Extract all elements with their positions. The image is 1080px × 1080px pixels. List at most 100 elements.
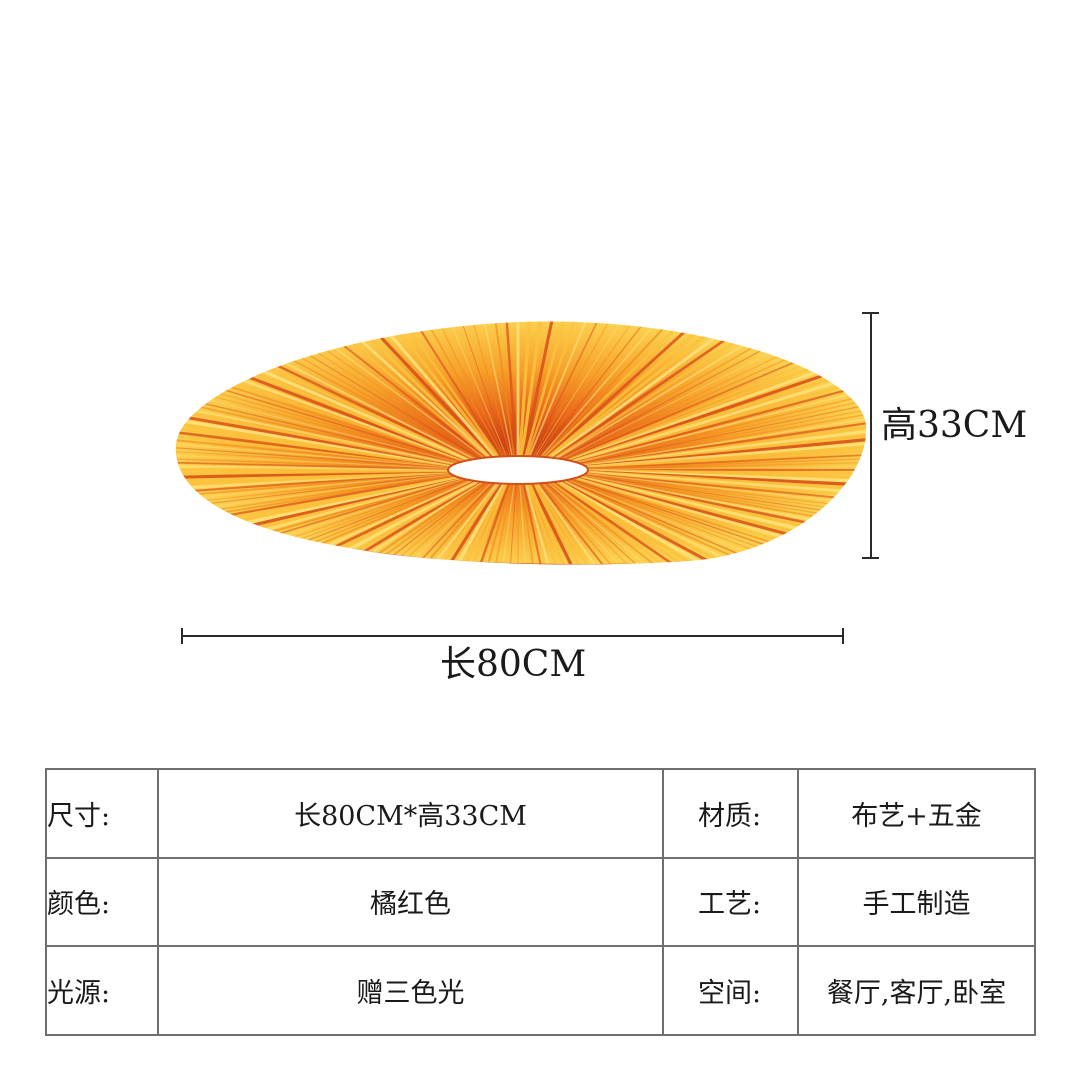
shade-pleat-line	[445, 321, 507, 457]
shade-pleat-line	[585, 450, 867, 470]
shade-pleat-line	[562, 479, 794, 565]
shade-pleat-line	[175, 472, 452, 507]
shade-pleat-line	[557, 339, 766, 460]
shade-pleat-line	[354, 482, 492, 565]
shade-pleat-line	[175, 451, 451, 469]
shade-pleat-line	[433, 483, 506, 565]
shade-pleat-line	[585, 464, 867, 471]
shade-pleat-line	[563, 351, 803, 461]
shade-pleat-line	[493, 321, 516, 457]
shade-pleat-line	[550, 481, 726, 565]
shade-pleat-line	[540, 482, 660, 565]
shade-pleat-line	[532, 482, 615, 565]
shade-pleat-line	[524, 321, 568, 457]
shade-pleat-line	[548, 327, 715, 459]
shade-pleat-line	[562, 348, 794, 460]
shade-pleat-line	[192, 367, 466, 463]
shade-pleat-line	[290, 480, 482, 565]
shade-pleat-line	[526, 321, 579, 457]
shade-pleat-line	[536, 321, 637, 457]
shade-pleat-line	[560, 479, 785, 565]
shade-pleat-line	[528, 483, 592, 565]
shade-pleat-line	[524, 483, 568, 565]
shade-pleat-line	[504, 321, 518, 457]
shade-pleat-line	[175, 455, 451, 470]
shade-pleat-line	[280, 480, 481, 565]
shade-pleat-line	[542, 482, 671, 565]
shade-pleat-line	[505, 483, 517, 565]
spec-key-size: 尺寸:	[45, 768, 159, 859]
shade-pleat-line	[566, 479, 820, 565]
length-dimension-label: 长80CM	[440, 644, 587, 685]
shade-pleat-line	[261, 342, 477, 460]
shade-pleat-line	[547, 482, 704, 565]
shade-center-opening	[448, 456, 588, 484]
shade-pleat-line	[493, 483, 515, 565]
shade-pleat-line	[332, 482, 489, 565]
shade-pleat-line	[434, 321, 506, 457]
shade-pleat-line	[563, 479, 803, 565]
shade-pleat-line	[457, 321, 509, 457]
shade-pleat-line	[175, 437, 452, 468]
shade-pleat-line	[546, 325, 705, 459]
spec-key-space: 空间:	[662, 945, 799, 1036]
shade-pleat-line	[549, 481, 715, 565]
shade-pleat-line	[216, 357, 470, 462]
shade-pleat-line	[555, 480, 756, 565]
shade-pleat-line	[528, 321, 591, 457]
shade-pleat-line	[208, 360, 469, 462]
shade-pleat-line	[520, 321, 544, 457]
shade-pleat-line	[567, 360, 828, 462]
shade-pleat-line	[251, 345, 476, 461]
shade-pleat-line	[224, 353, 472, 462]
spec-key-craft: 工艺:	[662, 856, 799, 948]
shade-pleat-line	[554, 334, 746, 460]
spec-key-material: 材质:	[662, 768, 799, 859]
shade-pleat-line	[558, 479, 776, 565]
shade-pleat-line	[365, 482, 494, 565]
shade-pleat-line	[552, 331, 736, 460]
shade-pleat-line	[576, 386, 867, 464]
shade-pleat-line	[375, 321, 497, 458]
shade-pleat-line	[572, 374, 859, 464]
shade-pleat-line	[422, 321, 504, 457]
shade-pleat-line	[584, 472, 867, 508]
shade-pleat-line	[270, 340, 479, 460]
shade-pleat-line	[300, 332, 484, 459]
shade-pleat-line	[565, 479, 811, 565]
shade-pleat-line	[387, 482, 498, 565]
shade-pleat-line	[331, 325, 489, 459]
spec-row-color: 颜色: 橘红色 工艺: 手工制造	[45, 856, 1036, 948]
shade-pleat-line	[540, 321, 660, 458]
shade-pleat-line	[321, 481, 487, 565]
shade-pleat-line	[545, 482, 693, 565]
shade-pleat-line	[530, 483, 603, 565]
shade-pleat-line	[481, 483, 513, 565]
shade-pleat-line	[543, 321, 683, 459]
shade-pleat-line	[534, 482, 626, 565]
shade-pleat-line	[545, 323, 694, 459]
shade-pleat-line	[175, 446, 451, 469]
spec-key-light-source: 光源:	[45, 945, 159, 1036]
shade-pleat-line	[541, 321, 672, 458]
spec-table: 尺寸: 长80CM*高33CM 材质: 布艺+五金 颜色: 橘红色 工艺: 手工…	[45, 768, 1036, 1036]
shade-pleat-line	[538, 321, 649, 458]
shade-pleat-line	[469, 483, 512, 565]
shade-pleat-line	[242, 347, 475, 461]
shade-pleat-line	[398, 482, 501, 565]
shade-pleat-line	[585, 460, 867, 470]
length-dimension-line	[181, 628, 844, 644]
shade-pleat-line	[574, 382, 867, 464]
spec-key-color: 颜色:	[45, 856, 159, 948]
shade-pleat-line	[522, 321, 556, 457]
shade-pleat-line	[233, 350, 473, 462]
shade-pleat-line	[585, 455, 867, 470]
shade-pleat-line	[578, 394, 867, 465]
spec-value-size: 长80CM*高33CM	[157, 768, 664, 859]
shade-pleat-line	[410, 321, 502, 457]
spec-value-light-source: 赠三色光	[157, 945, 664, 1036]
shade-pleat-line	[233, 479, 473, 565]
spec-value-space: 餐厅,客厅,卧室	[797, 945, 1036, 1036]
shade-pleat-line	[376, 482, 496, 565]
shade-pleat-line	[200, 363, 468, 463]
